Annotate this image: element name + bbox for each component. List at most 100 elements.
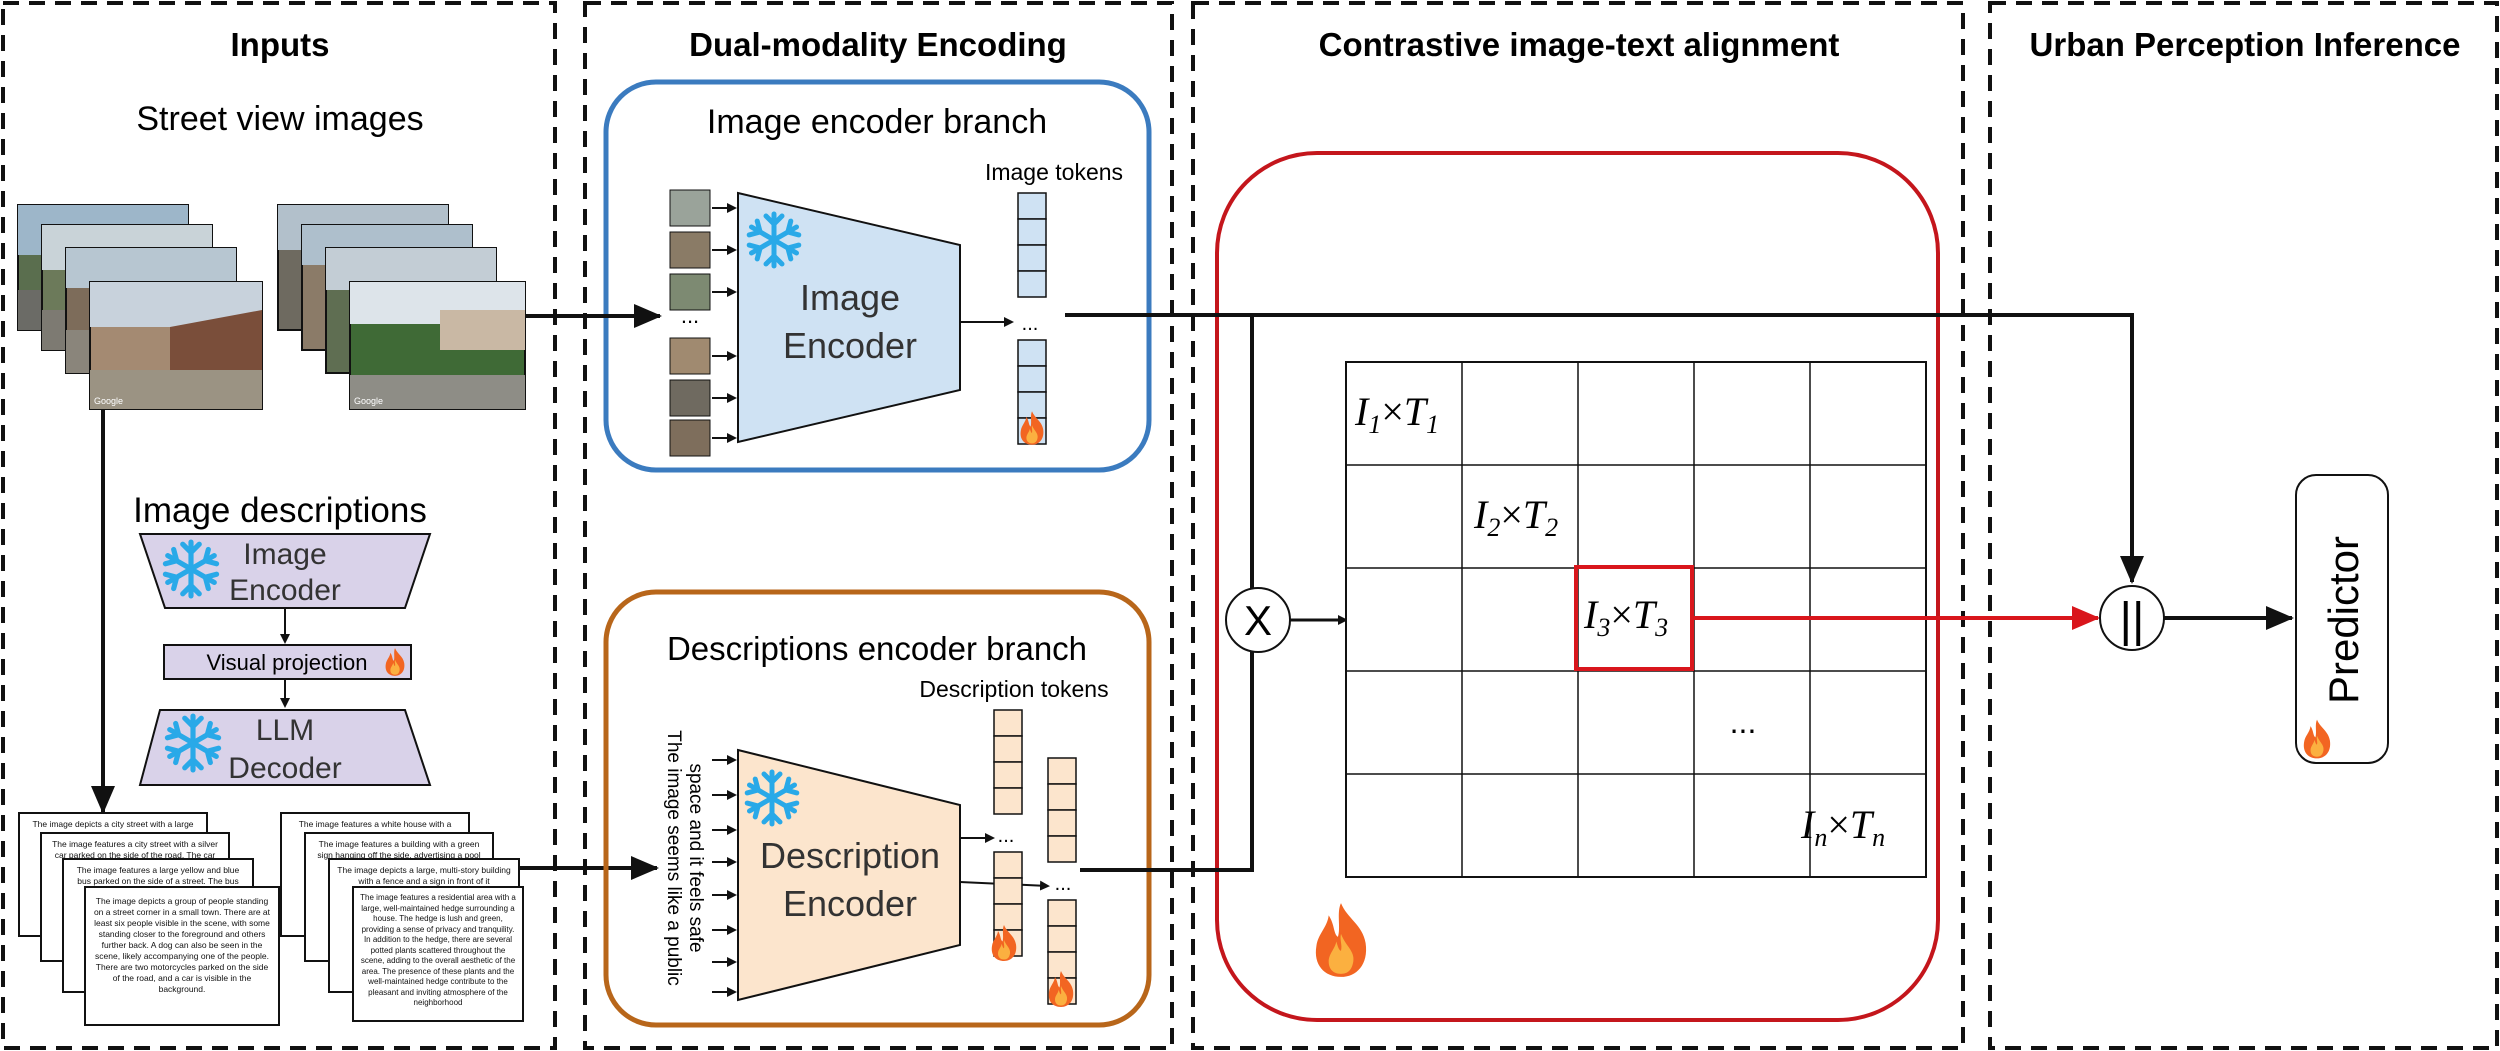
cell-subscript-i: n — [1814, 823, 1827, 852]
description-encoder: Description Encoder — [737, 748, 961, 1002]
predictor-label: Predictor — [2320, 536, 2367, 704]
desc-branch-title: Descriptions encoder branch — [667, 630, 1087, 667]
llm-decoder: LLM Decoder — [138, 709, 432, 786]
token-ellipsis: ... — [998, 825, 1015, 847]
patch-ellipsis: ... — [681, 303, 699, 328]
llm-label-line2: Decoder — [228, 752, 341, 785]
svg-text:In×Tn: In×Tn — [1800, 802, 1885, 852]
encoder-label-line1: Description — [760, 835, 940, 876]
encoder-label-line1: Image — [243, 538, 326, 571]
street-view-stack-right: Google — [277, 204, 526, 410]
descriptions-encoder-branch — [603, 589, 1152, 1028]
photo-watermark: Google — [94, 396, 123, 406]
token — [1047, 835, 1077, 863]
cell-label-1: I1×T1 — [1354, 389, 1439, 439]
alignment-panel — [1191, 1, 1965, 1050]
image-patches: ... — [669, 189, 737, 457]
captioner-image-encoder: Image Encoder — [138, 533, 432, 609]
encoder-label-line2: Encoder — [229, 574, 341, 607]
text-to-multiply-line — [1080, 652, 1254, 872]
svg-text:I3×T3: I3×T3 — [1583, 592, 1668, 642]
description-doc: The image features a residential area wi… — [352, 886, 524, 1022]
inference-title: Urban Perception Inference — [2030, 26, 2461, 63]
token-ellipsis: ... — [1055, 873, 1072, 895]
encoder-label-line1: Image — [800, 277, 900, 318]
street-photo: Google — [89, 281, 263, 410]
token — [1017, 192, 1047, 220]
inference-panel — [1988, 1, 2499, 1050]
svg-text:I1×T1: I1×T1 — [1354, 389, 1439, 439]
token — [1017, 218, 1047, 246]
token-ellipsis: ... — [1022, 313, 1039, 335]
cell-label-2: I2×T2 — [1473, 492, 1558, 542]
street-view-stack-left: Google — [17, 204, 263, 410]
token — [1017, 270, 1047, 298]
cell-subscript-t: 3 — [1654, 613, 1668, 642]
token — [993, 709, 1023, 737]
token — [993, 735, 1023, 763]
description-token-stack — [993, 709, 1023, 957]
concat-node: || — [2099, 585, 2165, 651]
inputs-title: Inputs — [231, 26, 330, 63]
concat-symbol: || — [2120, 594, 2145, 647]
cell-label-3: I3×T3 — [1583, 592, 1668, 642]
token — [1047, 809, 1077, 837]
image-patch — [669, 379, 711, 417]
inputs-panel — [1, 1, 557, 1050]
token — [993, 851, 1023, 879]
cell-subscript-t: 2 — [1545, 513, 1558, 542]
fire-icon — [1315, 903, 1367, 977]
svg-text:I2×T2: I2×T2 — [1473, 492, 1558, 542]
token — [993, 877, 1023, 905]
cell-label-n: In×Tn — [1800, 802, 1885, 852]
llm-label-line1: LLM — [256, 714, 314, 747]
image-feature-line — [1065, 313, 2144, 584]
image-patch — [669, 337, 711, 375]
image-encoder: Image Encoder — [737, 191, 961, 444]
encoding-panel — [583, 1, 1174, 1050]
image-descriptions-title: Image descriptions — [133, 491, 427, 530]
image-patch — [669, 273, 711, 311]
cell-subscript-t: 1 — [1426, 410, 1439, 439]
token — [993, 787, 1023, 815]
image-encoder-branch — [603, 79, 1152, 473]
example-description-vertical: The image seems like a public space and … — [663, 730, 706, 986]
token — [1047, 925, 1077, 953]
image-patch — [669, 189, 711, 227]
contrastive-alignment-box — [1215, 151, 1940, 1022]
token — [1017, 365, 1047, 393]
multiply-symbol: X — [1244, 597, 1272, 644]
encoding-title: Dual-modality Encoding — [689, 26, 1067, 63]
encoder-label-line2: Encoder — [783, 883, 917, 924]
token — [993, 903, 1023, 931]
token — [1017, 244, 1047, 272]
alignment-title: Contrastive image-text alignment — [1319, 26, 1840, 63]
predictor-block: Predictor — [2295, 474, 2389, 764]
cell-subscript-i: 3 — [1596, 613, 1610, 642]
token — [993, 761, 1023, 789]
visual-projection-label: Visual projection — [206, 650, 367, 675]
image-patch — [669, 231, 711, 269]
image-patch — [669, 419, 711, 457]
image-branch-title: Image encoder branch — [707, 103, 1047, 141]
description-doc: The image depicts a group of people stan… — [84, 886, 280, 1026]
token — [1047, 783, 1077, 811]
word-arrows — [712, 755, 737, 997]
cell-subscript-i: 2 — [1487, 513, 1500, 542]
matrix-ellipsis: ... — [1730, 704, 1757, 740]
cell-subscript-t: n — [1872, 823, 1885, 852]
image-tokens-label: Image tokens — [985, 159, 1123, 185]
token — [1047, 899, 1077, 927]
token — [1047, 757, 1077, 785]
desc-tokens-label: Description tokens — [919, 676, 1108, 702]
multiply-node: X — [1225, 587, 1291, 653]
street-photo: Google — [349, 281, 526, 410]
photo-watermark: Google — [354, 396, 383, 406]
vertical-text-line1: The image seems like a public — [663, 730, 684, 986]
vertical-text-line2: space and it feels safe — [685, 763, 706, 952]
cell-subscript-i: 1 — [1368, 410, 1381, 439]
street-view-title: Street view images — [136, 100, 423, 138]
token — [1017, 339, 1047, 367]
encoder-label-line2: Encoder — [783, 325, 917, 366]
